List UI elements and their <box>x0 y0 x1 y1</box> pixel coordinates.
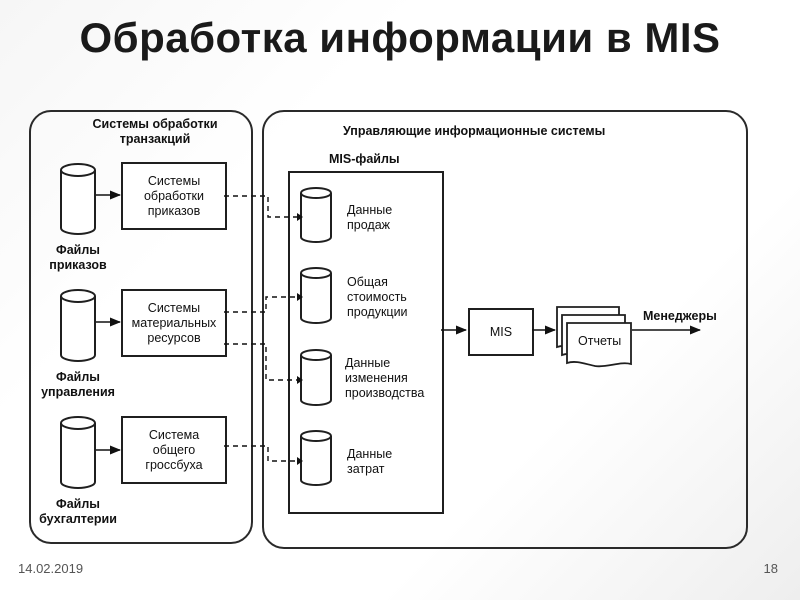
mis-files-heading: MIS-файлы <box>329 152 400 166</box>
mis-box: MIS <box>468 308 534 356</box>
management-files-label: Файлы управления <box>41 370 115 399</box>
accounting-files-label: Файлы бухгалтерии <box>39 497 117 526</box>
general-ledger-system-box: Система общего гроссбуха <box>121 416 227 484</box>
transaction-systems-heading: Системы обработки транзакций <box>92 117 218 146</box>
material-resources-system-box: Системы материальных ресурсов <box>121 289 227 357</box>
slide-date: 14.02.2019 <box>18 561 84 576</box>
mis-panel-heading: Управляющие информационные системы <box>343 124 606 138</box>
transaction-systems-panel <box>29 110 253 544</box>
sales-data-label: Данные продаж <box>347 203 393 232</box>
reports-label-overlay: Отчеты <box>578 334 622 348</box>
production-change-data-label: Данные изменения производства <box>345 356 425 400</box>
mis-panel <box>262 110 748 549</box>
managers-label: Менеджеры <box>643 309 717 323</box>
slide-page-number: 18 <box>763 561 778 576</box>
order-processing-system-box: Системы обработки приказов <box>121 162 227 230</box>
cost-data-label: Данные затрат <box>347 447 393 476</box>
total-product-cost-label: Общая стоимость продукции <box>347 275 408 319</box>
order-files-label: Файлы приказов <box>49 243 107 272</box>
slide-title: Обработка информации в MIS <box>79 14 721 61</box>
